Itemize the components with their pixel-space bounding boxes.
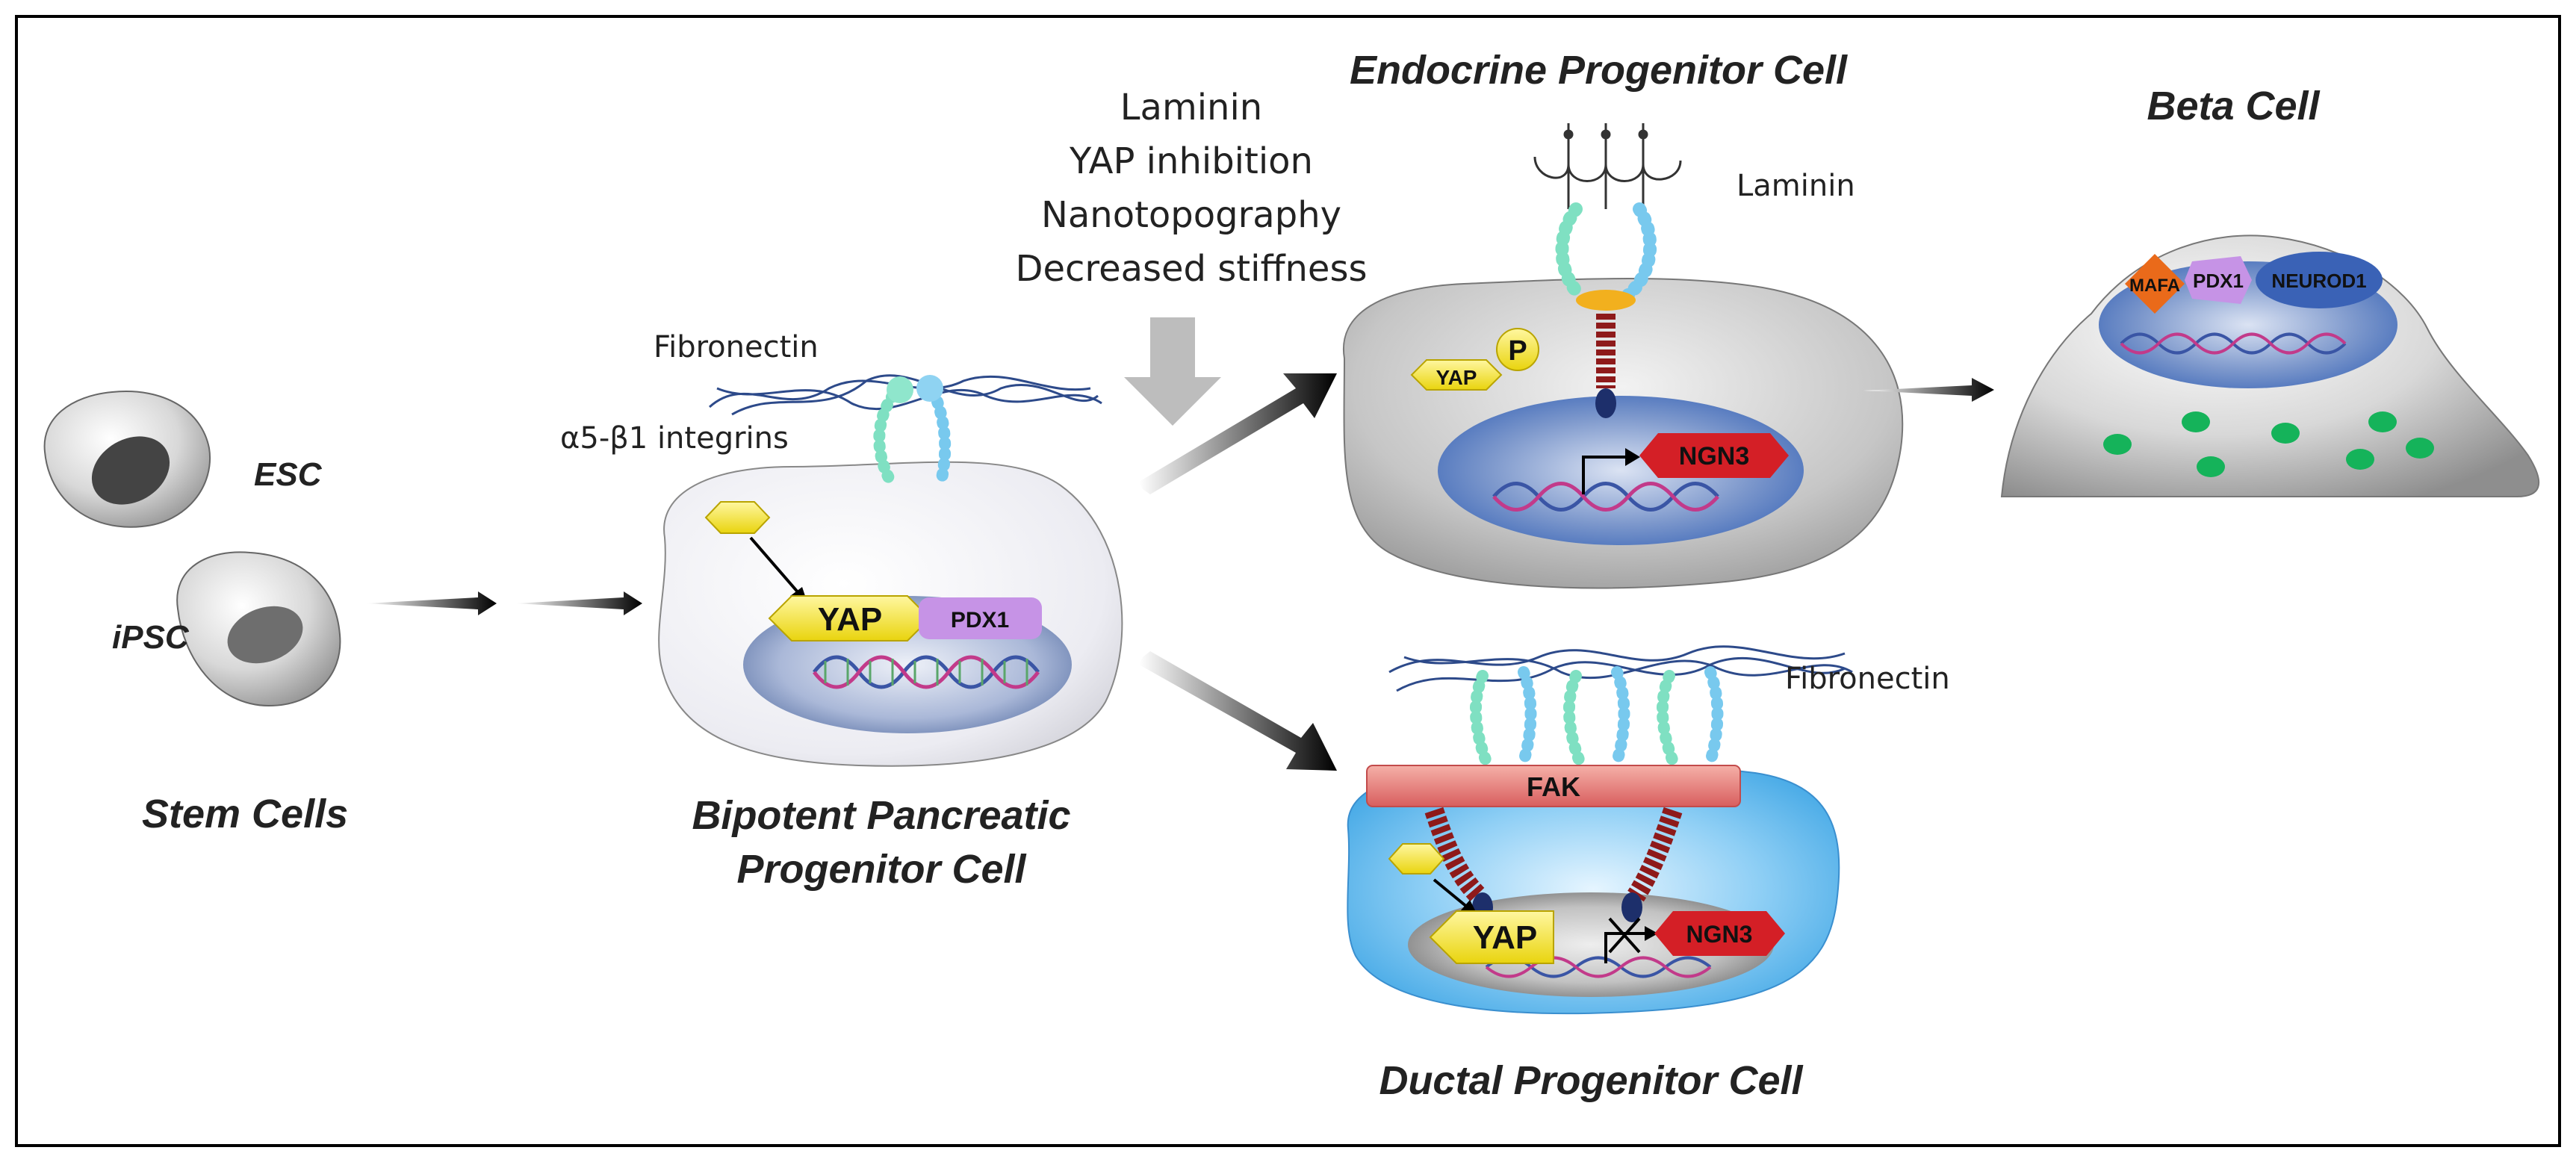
ductal-fak-label: FAK (1527, 771, 1580, 802)
cue-decreased-stiffness: Decreased stiffness (1016, 248, 1368, 290)
ngn3-activation-arrow (1582, 456, 1628, 494)
bipotent-title-line1: Bipotent Pancreatic (692, 793, 1070, 838)
beta-cell: MAFA PDX1 NEUROD1 (2000, 234, 2540, 497)
endocrine-yap-shape (1410, 359, 1503, 391)
beta-pdx1-label: PDX1 (2193, 270, 2244, 292)
endocrine-title: Endocrine Progenitor Cell (1350, 48, 1848, 93)
phospho-circle (1496, 328, 1539, 371)
cue-down-arrow (1124, 317, 1221, 426)
cue-laminin: Laminin (1120, 87, 1262, 128)
pdx1-shape (919, 597, 1042, 639)
beta-pdx1-shape (2185, 256, 2252, 304)
beta-title: Beta Cell (2147, 84, 2320, 128)
ipsc-nucleus (227, 606, 303, 664)
ipsc-cell (176, 551, 341, 707)
bipotent-integrin-label: α5-β1 integrins (560, 421, 789, 456)
endocrine-ngn3-label: NGN3 (1679, 442, 1749, 470)
bipotent-yap-label: YAP (818, 601, 882, 638)
arrow-to-endocrine (1139, 373, 1337, 494)
esc-cell (43, 391, 211, 528)
yap-translocation-arrow (749, 536, 801, 595)
endocrine-ngn3-shape (1639, 433, 1789, 478)
insulin-granules (2103, 411, 2434, 477)
arrow-stem-to-bipotent (366, 591, 642, 615)
endocrine-ecm-label: Laminin (1737, 169, 1855, 203)
endocrine-yap-label: YAP (1436, 366, 1477, 389)
bipotent-ecm-label: Fibronectin (654, 330, 819, 364)
yap-cytoplasm-marker (704, 501, 771, 534)
cue-yap-inhibition: YAP inhibition (1069, 140, 1313, 182)
dna-helix-bipotent (813, 655, 1040, 689)
neurod1-shape (2256, 252, 2383, 308)
bipotent-title-line2: Progenitor Cell (736, 847, 1026, 892)
esc-label: ESC (254, 456, 323, 493)
bipotent-pdx1-label: PDX1 (951, 608, 1009, 633)
endocrine-cell: NGN3 YAP P (1342, 278, 1904, 589)
ductal-ngn3-label: NGN3 (1686, 921, 1753, 948)
bipotent-cell: YAP PDX1 (658, 461, 1123, 767)
ngn3-blocked-arrow (1604, 932, 1647, 963)
beta-neurod1-label: NEUROD1 (2271, 270, 2366, 292)
ipsc-label: iPSC (112, 619, 190, 656)
ductal-yap-translocation-arrow (1433, 878, 1469, 909)
laminin-structure (1533, 123, 1682, 209)
fibronectin-mesh-ductal (1388, 645, 1853, 692)
block-cross-2 (1608, 917, 1641, 954)
dna-helix-beta (2120, 332, 2347, 355)
mafa-shape (2125, 254, 2185, 314)
ductal-yap-cytoplasm (1388, 843, 1445, 874)
ductal-ngn3-shape (1654, 911, 1785, 956)
endocrine-phospho-label: P (1508, 335, 1527, 367)
ductal-ecm-label: Fibronectin (1785, 662, 1950, 696)
actin-filament-right (1627, 807, 1683, 902)
dna-helix-endocrine (1492, 482, 1719, 512)
actin-filament-left (1424, 807, 1486, 904)
stem-cells-title: Stem Cells (142, 792, 348, 836)
arrow-to-ductal (1139, 651, 1337, 771)
fak-bar (1366, 765, 1741, 807)
figure-frame (15, 15, 2561, 1147)
ductal-yap-label: YAP (1473, 919, 1537, 956)
cue-list: Laminin YAP inhibition Nanotopography De… (1016, 87, 1368, 290)
integrin-receptor-endocrine (1555, 202, 1657, 418)
beta-mafa-label: MAFA (2129, 276, 2180, 296)
ductal-title: Ductal Progenitor Cell (1379, 1058, 1803, 1103)
cue-nanotopography: Nanotopography (1041, 194, 1341, 236)
arrow-to-beta (1863, 378, 1994, 402)
esc-nucleus (91, 436, 170, 505)
ductal-cell: FAK YAP NGN3 (1347, 765, 1840, 1015)
ductal-yap-nuclear (1429, 910, 1554, 964)
integrin-receptor-bipotent (873, 375, 952, 488)
integrin-cluster-ductal (1469, 666, 1724, 768)
